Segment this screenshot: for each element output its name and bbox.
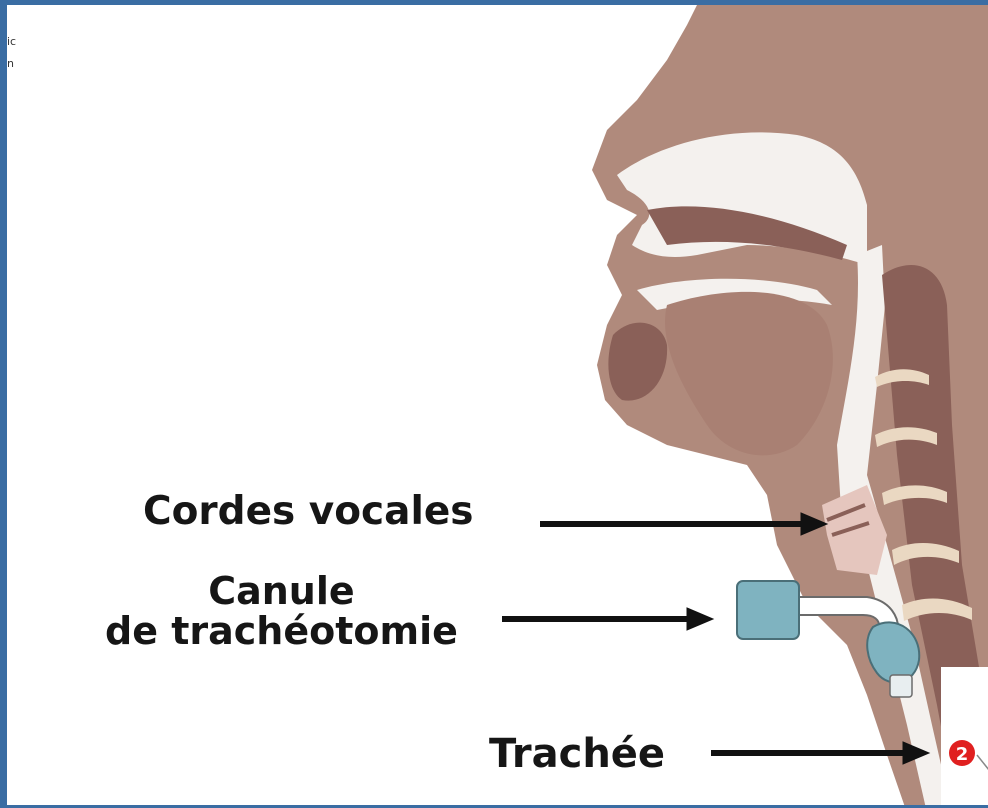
head-neck-illustration: 2: [7, 5, 988, 808]
label-trachee: Trachée: [489, 731, 665, 777]
step-badge-number: 2: [956, 744, 969, 765]
label-canule-line1: Canule: [105, 571, 458, 611]
label-canule-line2: de trachéotomie: [105, 611, 458, 651]
label-canule: Canule de trachéotomie: [105, 571, 458, 651]
label-cordes-vocales: Cordes vocales: [143, 489, 474, 534]
overlay-panel: [941, 667, 988, 808]
arrowhead-canule: [687, 608, 713, 630]
